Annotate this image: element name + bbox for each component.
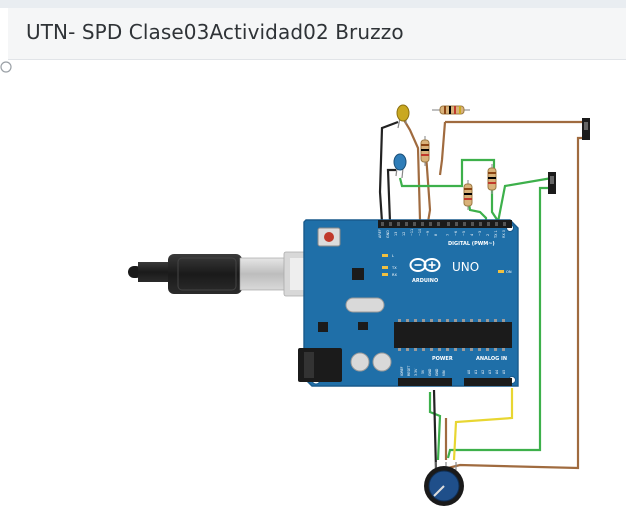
pin-label-12: 12 bbox=[402, 232, 406, 236]
pin-label-ioref: IOREF bbox=[400, 366, 404, 376]
pin-label-tx: TX 1 bbox=[494, 230, 498, 239]
pin-label-a2: A2 bbox=[481, 370, 485, 374]
potentiometer bbox=[424, 462, 464, 506]
brand-label: ARDUINO bbox=[412, 278, 438, 284]
analog-label: ANALOG IN bbox=[476, 356, 507, 362]
circuit-canvas[interactable]: AREF GND 13 12 ~11 ~10 ~9 8 7 ~6 ~5 4 ~3… bbox=[0, 60, 626, 520]
digital-label: DIGITAL (PWM~) bbox=[448, 241, 495, 247]
wire-brown-4 bbox=[438, 121, 447, 176]
wire-yellow bbox=[452, 388, 514, 461]
led-yellow bbox=[396, 104, 410, 129]
switch-middle bbox=[548, 172, 556, 194]
power-label: POWER bbox=[432, 356, 453, 362]
pin-label-gnd: GND bbox=[386, 230, 390, 238]
wire-brown-2 bbox=[423, 139, 432, 223]
pin-label-gnd1: GND bbox=[428, 368, 432, 376]
switch-top bbox=[582, 118, 590, 140]
pin-label-3v3: 3.3V bbox=[414, 368, 418, 376]
resistor-2 bbox=[420, 136, 430, 166]
pin-label-9: ~9 bbox=[426, 231, 430, 236]
model-label: UNO bbox=[452, 260, 479, 274]
led-blue bbox=[393, 153, 407, 179]
pin-label-aref: AREF bbox=[378, 229, 382, 238]
pin-label-reset: RESET bbox=[407, 366, 411, 376]
top-strip bbox=[0, 0, 626, 8]
resistor-4 bbox=[487, 164, 497, 194]
pin-label-a4: A4 bbox=[495, 370, 499, 374]
pin-label-vin: VIN bbox=[442, 370, 446, 376]
pin-label-a5: A5 bbox=[502, 370, 506, 374]
led-label-rx: RX bbox=[392, 273, 397, 277]
pin-label-8: 8 bbox=[434, 234, 438, 236]
pin-label-a0: A0 bbox=[467, 370, 471, 374]
wire-green-4 bbox=[496, 176, 553, 223]
led-label-tx: TX bbox=[391, 266, 397, 270]
pin-label-gnd2: GND bbox=[435, 368, 439, 376]
arduino-board: AREF GND 13 12 ~11 ~10 ~9 8 7 ~6 ~5 4 ~3… bbox=[298, 219, 519, 387]
pin-label-10: ~10 bbox=[418, 229, 422, 236]
pin-label-13: 13 bbox=[394, 232, 398, 236]
pin-label-5: ~5 bbox=[462, 231, 466, 236]
pin-label-3: ~3 bbox=[478, 231, 482, 236]
wire-green-5 bbox=[446, 186, 554, 459]
wire-brown-1 bbox=[403, 119, 422, 221]
pin-label-6: ~6 bbox=[454, 231, 458, 236]
pin-label-a1: A1 bbox=[474, 370, 478, 374]
pin-label-rx: RX 0 bbox=[502, 230, 506, 238]
pin-label-5v: 5V bbox=[421, 369, 425, 374]
pin-label-a3: A3 bbox=[488, 370, 492, 374]
pin-label-4: 4 bbox=[470, 234, 474, 236]
wire-black-led bbox=[378, 120, 399, 223]
wire-black-led2 bbox=[386, 168, 396, 223]
led-label-l: L bbox=[392, 254, 394, 258]
wire-brown-3 bbox=[445, 120, 587, 130]
pin-label-2: 2 bbox=[486, 234, 490, 236]
pin-label-11: ~11 bbox=[410, 229, 414, 236]
resistor-3 bbox=[463, 180, 473, 210]
wire-black-pot bbox=[432, 389, 438, 471]
info-circle-icon[interactable] bbox=[0, 60, 12, 74]
pin-label-7: 7 bbox=[446, 234, 450, 236]
resistor-top bbox=[432, 105, 470, 115]
led-label-on: ON bbox=[506, 270, 512, 274]
arduino-logo-icon bbox=[409, 258, 441, 272]
wire-green-1 bbox=[398, 158, 496, 188]
circuit-diagram: AREF GND 13 12 ~11 ~10 ~9 8 7 ~6 ~5 4 ~3… bbox=[128, 104, 590, 506]
title-bar: UTN- SPD Clase03Actividad02 Bruzzo bbox=[8, 8, 626, 60]
page-title: UTN- SPD Clase03Actividad02 Bruzzo bbox=[26, 20, 404, 44]
